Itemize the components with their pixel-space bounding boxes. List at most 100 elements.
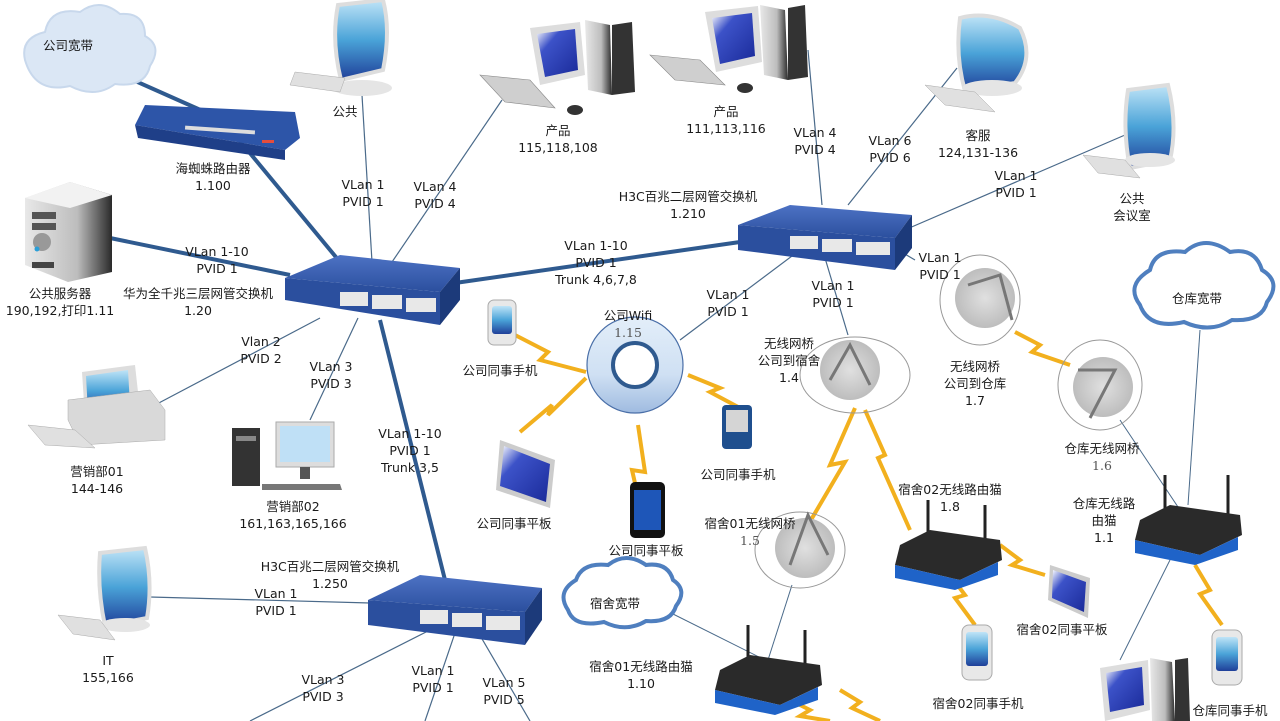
device-name: 产品 bbox=[545, 123, 571, 138]
warehouse-phone-device[interactable] bbox=[1211, 629, 1243, 686]
core-switch-device[interactable] bbox=[285, 255, 460, 325]
pc-product-1-device[interactable] bbox=[479, 20, 635, 115]
pvid-text: PVID 1 bbox=[196, 261, 238, 276]
link-label-product1-core: VLan 4 PVID 4 bbox=[413, 178, 456, 212]
device-ip: 1.7 bbox=[965, 393, 985, 408]
pc-marketing-01-device[interactable] bbox=[27, 365, 166, 449]
phone-company-2-device[interactable] bbox=[722, 405, 752, 449]
warehouse-router-device[interactable] bbox=[1135, 475, 1242, 565]
dorm02-tablet-label: 宿舍02同事平板 bbox=[1017, 621, 1108, 638]
link-label-h3c-bottom-vlan1: VLan 1 PVID 1 bbox=[411, 662, 454, 696]
vlan-text: VLan 4 bbox=[413, 179, 457, 194]
spider-router-device[interactable] bbox=[135, 105, 300, 160]
wireless-wh-phone bbox=[1193, 563, 1224, 627]
vlan-text: VLan 1 bbox=[918, 250, 962, 265]
dorm01-router-device[interactable] bbox=[715, 625, 822, 715]
phone-company-1-label: 公司同事手机 bbox=[462, 362, 537, 379]
device-name: 宿舍02无线路由猫 bbox=[898, 482, 1002, 497]
link-wifi-h3c bbox=[679, 249, 801, 341]
pvid-text: PVID 4 bbox=[414, 196, 456, 211]
tablet-company-2-device[interactable] bbox=[630, 482, 665, 538]
tablet-company-1-label: 公司同事平板 bbox=[476, 515, 551, 532]
device-name: 宿舍01无线网桥 bbox=[704, 516, 796, 531]
pc-product-2-device[interactable] bbox=[649, 5, 808, 93]
pc-marketing-02-device[interactable] bbox=[232, 421, 342, 490]
tablet-company-1-device[interactable] bbox=[496, 440, 555, 508]
cloud-warehouse-broadband bbox=[1132, 241, 1276, 330]
device-ip: 155,166 bbox=[82, 670, 134, 685]
device-name: 客服 bbox=[965, 128, 991, 143]
pc-it-device[interactable] bbox=[57, 545, 152, 641]
device-name: 仓库无线路 bbox=[1072, 496, 1136, 511]
bridge-warehouse-rx-device[interactable] bbox=[1057, 339, 1143, 431]
wireless-wifi-tablet1 bbox=[518, 376, 588, 434]
dorm02-router-device[interactable] bbox=[895, 500, 1002, 590]
pvid-text: PVID 1 bbox=[919, 267, 961, 282]
dorm02-tablet-device[interactable] bbox=[1048, 565, 1090, 618]
link-router-core bbox=[233, 133, 342, 264]
device-ip: 1.4 bbox=[779, 370, 799, 385]
wireless-dorm02-tablet bbox=[998, 543, 1046, 577]
wireless-dorm01-devices-2 bbox=[838, 688, 881, 721]
marketing-02-label: 营销部02 161,163,165,166 bbox=[239, 498, 346, 532]
link-product2-h3c bbox=[807, 49, 823, 206]
h3c-switch-top-label: H3C百兆二层网管交换机 1.210 bbox=[619, 188, 758, 222]
vlan-text: VLan 1-10 bbox=[185, 244, 249, 259]
device-name: 公司同事平板 bbox=[476, 516, 552, 531]
device-ip: 1.6 bbox=[1092, 458, 1112, 473]
vlan-text: VLan 1 bbox=[341, 177, 385, 192]
dorm02-phone-label: 宿舍02同事手机 bbox=[933, 695, 1024, 712]
device-name: H3C百兆二层网管交换机 bbox=[260, 559, 400, 574]
link-label-service-h3c: VLan 6 PVID 6 bbox=[868, 132, 911, 166]
pvid-text: PVID 6 bbox=[869, 150, 911, 165]
link-label-it-h3c: VLan 1 PVID 1 bbox=[254, 585, 297, 619]
phone-company-1-device[interactable] bbox=[487, 299, 517, 346]
h3c-switch-top-device[interactable] bbox=[738, 205, 912, 270]
device-ip: 1.8 bbox=[940, 499, 960, 514]
device-name: 华为全千兆三层网管交换机 bbox=[122, 286, 274, 301]
public-server-device[interactable] bbox=[25, 182, 112, 282]
device-name: 宿舍02同事手机 bbox=[932, 696, 1024, 711]
dorm02-phone-device[interactable] bbox=[961, 624, 993, 681]
bridge-dorm01-device[interactable] bbox=[754, 511, 846, 589]
pc-warehouse-device[interactable] bbox=[1100, 658, 1190, 721]
pvid-text: PVID 1 bbox=[255, 603, 297, 618]
bridge-dorm-device[interactable] bbox=[799, 336, 911, 414]
pvid-text: PVID 3 bbox=[302, 689, 344, 704]
vlan-text: VLan 1 bbox=[254, 586, 298, 601]
link-label-h3c-bottom-vlan5: VLan 5 PVID 5 bbox=[482, 674, 525, 708]
device-ip: 111,113,116 bbox=[686, 121, 766, 136]
bridge-dorm-label: 无线网桥 公司到宿舍 1.4 bbox=[758, 335, 821, 386]
link-label-product2-h3c: VLan 4 PVID 4 bbox=[793, 124, 836, 158]
pc-meeting-device[interactable] bbox=[1082, 82, 1176, 179]
link-label-server-core: VLan 1-10 PVID 1 bbox=[185, 243, 248, 277]
device-ip: 161,163,165,166 bbox=[239, 516, 347, 531]
vlan-text: VLan 3 bbox=[309, 359, 353, 374]
device-name: 公司同事手机 bbox=[700, 467, 776, 482]
pc-public-top-device[interactable] bbox=[289, 0, 392, 96]
device-ip: 124,131-136 bbox=[937, 145, 1019, 160]
pvid-text: PVID 4 bbox=[794, 142, 836, 157]
h3c-switch-bottom-device[interactable] bbox=[368, 575, 542, 645]
dorm02-router-label: 宿舍02无线路由猫 1.8 bbox=[898, 481, 1001, 515]
company-wifi-device[interactable] bbox=[586, 316, 684, 414]
device-name: 宿舍01无线路由猫 bbox=[589, 659, 693, 674]
device-ip: 1.100 bbox=[195, 178, 231, 193]
device-name: 仓库无线网桥 bbox=[1064, 441, 1140, 456]
device-name-cont: 由猫 bbox=[1091, 513, 1117, 528]
device-ip: 1.210 bbox=[670, 206, 706, 221]
pc-service-device[interactable] bbox=[924, 13, 1029, 113]
pvid-text: PVID 1 bbox=[389, 443, 431, 458]
device-ip: 1.20 bbox=[184, 303, 212, 318]
link-meeting-h3c bbox=[899, 134, 1126, 233]
pvid-text: PVID 5 bbox=[483, 692, 525, 707]
cloud-label: 仓库宽带 bbox=[1171, 291, 1223, 306]
link-marketing01-core bbox=[154, 317, 321, 406]
public-server-label: 公共服务器 190,192,打印1.11 bbox=[6, 285, 115, 319]
device-ip: 144-146 bbox=[70, 481, 124, 496]
device-name: IT bbox=[102, 653, 114, 668]
device-name: 公司Wifi bbox=[603, 308, 653, 323]
bridge-warehouse-device[interactable] bbox=[939, 254, 1021, 346]
device-name: 宿舍02同事平板 bbox=[1016, 622, 1108, 637]
